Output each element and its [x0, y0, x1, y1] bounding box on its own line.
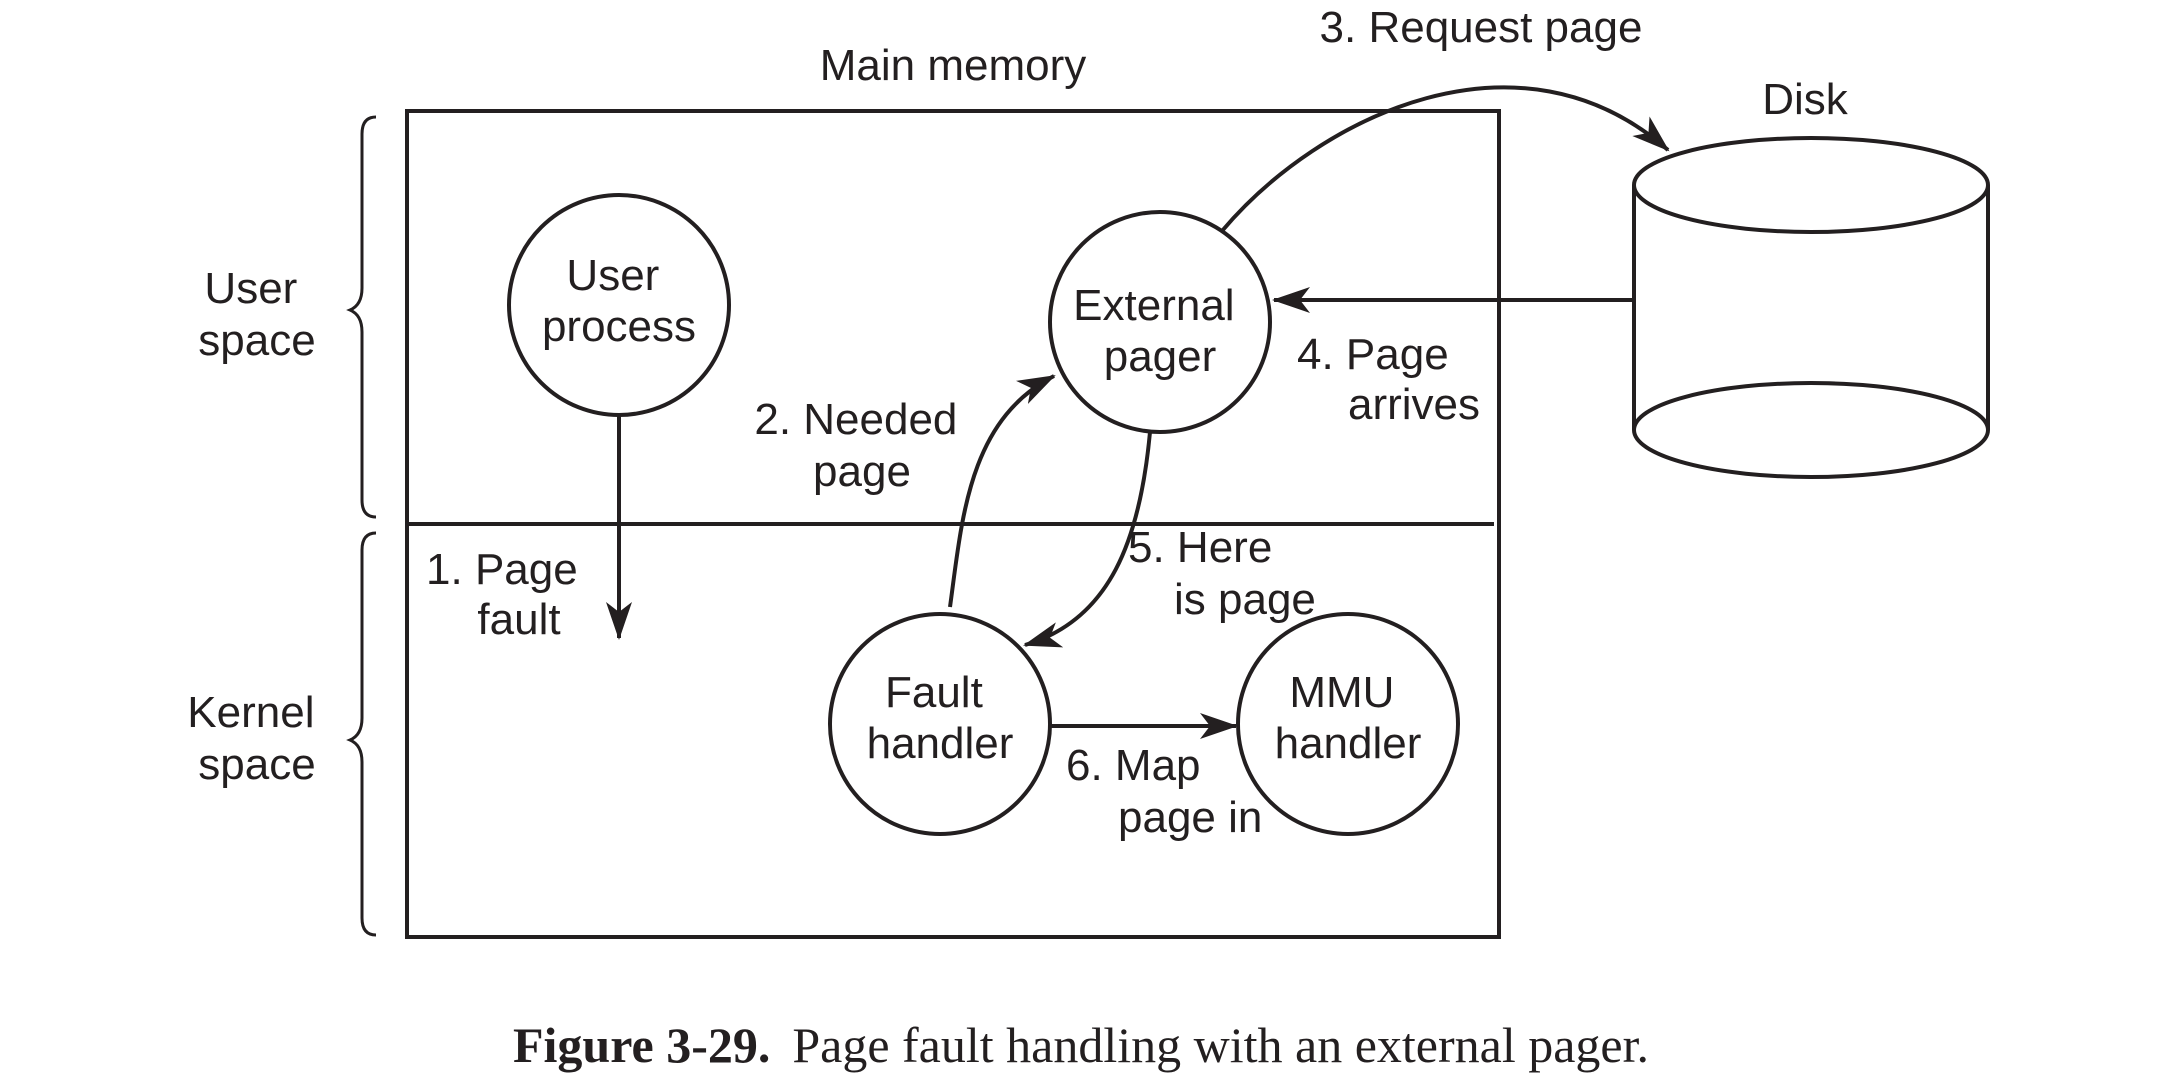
disk-label: Disk — [1762, 75, 1849, 124]
svg-text:MMU handler: MMU handler — [1275, 668, 1422, 768]
step6-label: 6. Map page in — [1066, 741, 1262, 842]
main-memory-label: Main memory — [820, 41, 1087, 90]
kernel-space-label: Kernel space — [187, 688, 326, 789]
svg-text:Fault handler: Fault handler — [867, 668, 1014, 768]
kernel-space-brace — [346, 531, 377, 937]
arrow-needed-page — [948, 374, 1056, 608]
disk-cylinder — [1632, 136, 1990, 479]
mmu-handler-node: MMU handler — [1236, 612, 1460, 836]
svg-text:External pager: External pager — [1073, 281, 1247, 381]
fault-handler-node: Fault handler — [828, 612, 1052, 836]
arrow-here-is-page — [1023, 431, 1152, 648]
step2-label: 2. Needed page — [754, 395, 969, 496]
step1-label: 1. Page fault — [426, 545, 590, 644]
step3-label: 3. Request page — [1320, 3, 1643, 52]
step4-label: 4. Page arrives — [1297, 330, 1480, 429]
svg-text:User process: User process — [542, 251, 696, 351]
user-process-node: User process — [507, 193, 731, 417]
figure-caption: Figure 3-29. Page fault handling with an… — [513, 1017, 1649, 1073]
arrow-request-page — [1220, 85, 1670, 233]
user-space-brace — [346, 115, 377, 519]
step5-label: 5. Here is page — [1128, 523, 1316, 624]
user-space-label: User space — [198, 264, 315, 365]
external-pager-node: External pager — [1048, 210, 1272, 434]
